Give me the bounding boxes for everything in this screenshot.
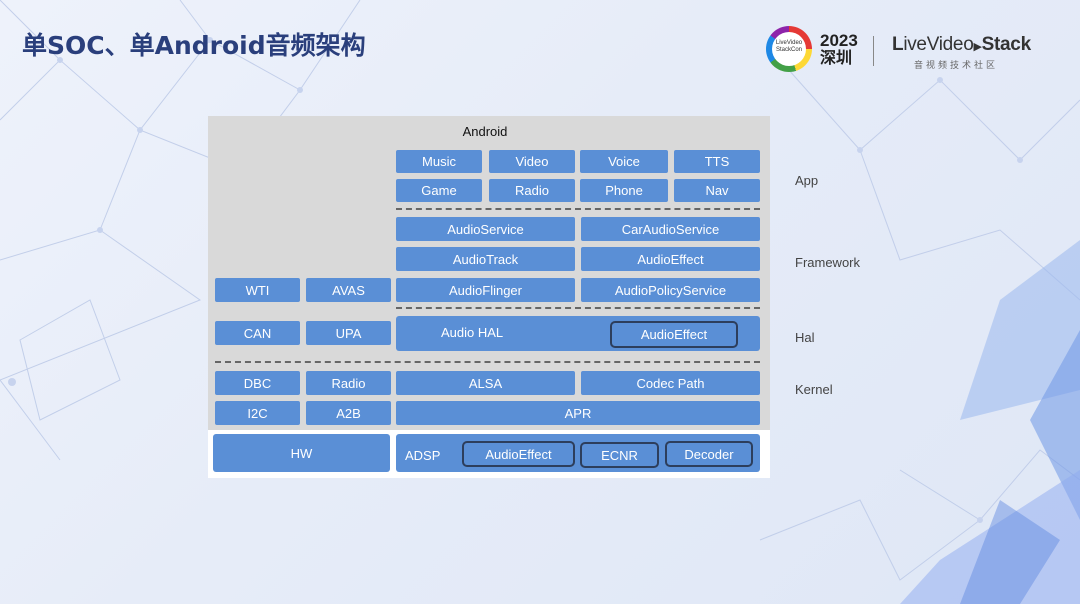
layer-label-app: App xyxy=(795,173,819,188)
car-audio-service-box: CarAudioService xyxy=(581,217,760,241)
a2b-box: A2B xyxy=(306,401,391,425)
layer-label-kernel: Kernel xyxy=(795,382,833,397)
app-game: Game xyxy=(396,179,482,202)
framework-audio-effect-box: AudioEffect xyxy=(581,247,760,271)
app-tts: TTS xyxy=(674,150,760,173)
logo-year: 2023 xyxy=(820,31,858,50)
app-video: Video xyxy=(489,150,575,173)
upa-box: UPA xyxy=(306,321,391,345)
audio-flinger-box: AudioFlinger xyxy=(396,278,575,302)
slide-title: 单SOC、单Android音频架构 xyxy=(22,31,366,60)
adsp-label: ADSP xyxy=(405,448,441,463)
i2c-box: I2C xyxy=(215,401,300,425)
logo-divider xyxy=(873,36,874,66)
layer-label-framework: Framework xyxy=(795,255,861,270)
app-music: Music xyxy=(396,150,482,173)
layer-label-hal: Hal xyxy=(795,330,815,345)
codec-path-box: Codec Path xyxy=(581,371,760,395)
logo-brand-prefix: ive xyxy=(903,34,927,55)
app-framework-divider xyxy=(396,208,760,210)
hw-box: HW xyxy=(213,434,390,472)
decoder-box: Decoder xyxy=(665,441,753,467)
logo-brand: LiveVideo▶Stack xyxy=(892,34,1032,55)
dbc-box: DBC xyxy=(215,371,300,395)
logo-subtitle: 音视频技术社区 xyxy=(914,60,999,70)
avas-box: AVAS xyxy=(306,278,391,302)
logo-city: 深圳 xyxy=(820,50,853,67)
audio-policy-service-box: AudioPolicyService xyxy=(581,278,760,302)
kernel-radio-box: Radio xyxy=(306,371,391,395)
ecnr-box: ECNR xyxy=(580,442,659,468)
audio-track-box: AudioTrack xyxy=(396,247,575,271)
audio-service-box: AudioService xyxy=(396,217,575,241)
alsa-box: ALSA xyxy=(396,371,575,395)
audio-hal-label: Audio HAL xyxy=(441,325,504,340)
logo-brand-mid: Video xyxy=(926,34,974,55)
app-voice: Voice xyxy=(580,150,668,173)
app-phone: Phone xyxy=(580,179,668,202)
conference-logo: LiveVideo StackCon 2023 深圳 LiveVideo▶Sta… xyxy=(766,26,1036,76)
can-box: CAN xyxy=(215,321,300,345)
logo-ring-icon: LiveVideo StackCon xyxy=(766,26,812,72)
wti-box: WTI xyxy=(215,278,300,302)
adsp-audio-effect-box: AudioEffect xyxy=(462,441,575,467)
hal-kernel-divider xyxy=(215,361,760,363)
logo-brand-suffix: Stack xyxy=(981,34,1032,55)
apr-box: APR xyxy=(396,401,760,425)
logo-ring-text: LiveVideo StackCon xyxy=(772,32,806,66)
app-radio: Radio xyxy=(489,179,575,202)
app-nav: Nav xyxy=(674,179,760,202)
framework-hal-divider xyxy=(396,307,760,309)
hal-audio-effect-box: AudioEffect xyxy=(610,321,738,348)
android-title: Android xyxy=(462,124,508,139)
